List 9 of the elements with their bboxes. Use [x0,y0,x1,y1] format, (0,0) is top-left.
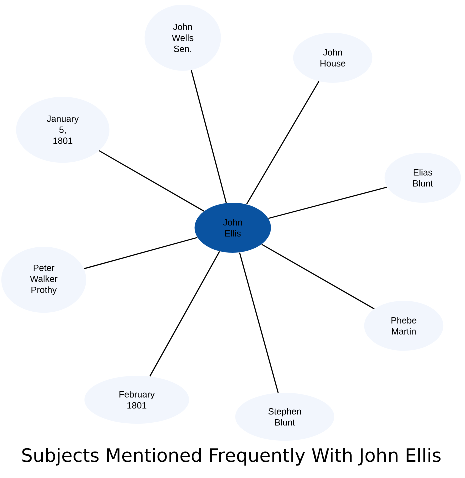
connector-line [246,81,320,205]
connector-line [84,237,198,270]
connector-line [190,70,227,204]
connector-line [99,150,204,212]
chart-title: Subjects Mentioned Frequently With John Ellis [22,448,441,466]
connector-line [150,251,220,377]
connector-line [268,186,388,220]
connector-line [239,252,279,394]
connector-line [262,244,375,310]
